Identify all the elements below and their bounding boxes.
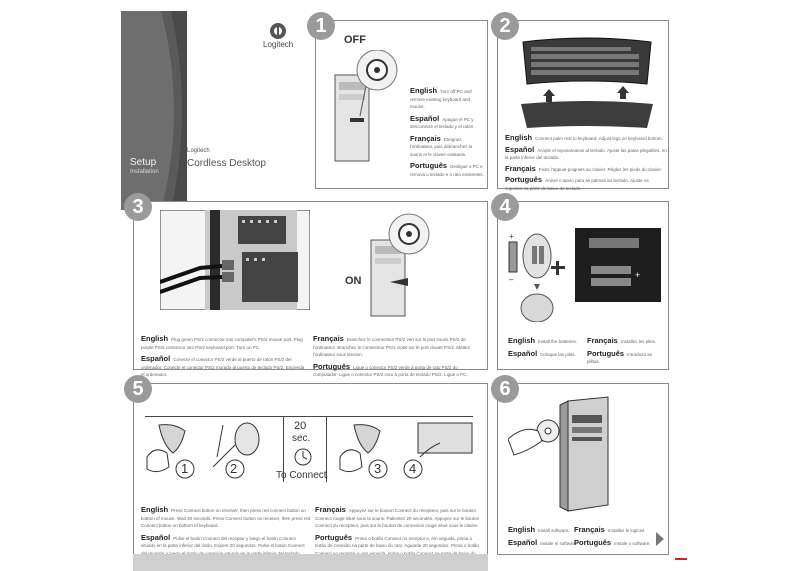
step-3-number: 3 <box>124 193 152 221</box>
step-4-number: 4 <box>491 193 519 221</box>
batteries-illustration: + – + <box>508 228 661 322</box>
step-5-separator-right <box>326 416 327 482</box>
product-name: Cordless Desktop <box>187 158 266 169</box>
cover-art <box>121 11 187 210</box>
instruction-text: Plug green PS/2 connector into computer'… <box>141 337 303 350</box>
lang-label: English <box>508 336 536 345</box>
instruction-text: Press Connect button on receiver, then p… <box>141 508 311 528</box>
pc-rear-ports-illustration <box>160 210 310 310</box>
wait-sec-label: sec. <box>292 433 311 444</box>
instruction-text: Eteignez l'ordinateur, puis débranchez l… <box>410 136 473 157</box>
next-page-arrow-icon[interactable] <box>656 532 664 546</box>
lang-label: Português <box>587 348 625 358</box>
svg-text:–: – <box>509 275 514 284</box>
wait-seconds: 20 <box>294 420 307 432</box>
lang-label: Español <box>508 537 538 547</box>
instruction-text: Installez les piles. <box>620 339 657 344</box>
instruction-text: Appuyez sur le bouton Connect du récepte… <box>315 508 480 528</box>
pc-tower-off-illustration <box>334 50 398 162</box>
install-software-cd-illustration <box>508 396 609 512</box>
instruction-text: Coloque las pilas. <box>540 351 576 357</box>
step-2-number: 2 <box>491 12 519 40</box>
step-6-number: 6 <box>491 375 519 403</box>
lang-label: Português <box>574 537 612 547</box>
lang-label: Français <box>315 505 346 514</box>
brand-label: Logitech <box>187 148 210 154</box>
instruction-text: Desligue o PC e remova o teclado e o rat… <box>410 164 484 177</box>
clock-icon <box>294 448 312 466</box>
svg-text:+: + <box>635 270 640 280</box>
lang-label: Português <box>315 532 353 542</box>
instruction-text: Install the batteries. <box>538 339 578 344</box>
logo-text: Logitech <box>263 40 294 49</box>
lang-label: Français <box>313 334 344 343</box>
lang-label: Español <box>141 354 171 363</box>
logitech-logo-icon <box>270 23 286 39</box>
instruction-text: Introduza as pilhas. <box>587 351 652 365</box>
instruction-text: Installez le logiciel. <box>607 528 646 533</box>
lang-label: Português <box>505 175 543 184</box>
lang-label: Français <box>587 336 618 345</box>
keyboard-palmrest-illustration <box>521 37 653 128</box>
cover-panel <box>121 11 296 210</box>
to-connect-label: To Connect <box>276 470 327 481</box>
step-5-separator-left <box>283 416 284 482</box>
lang-label: English <box>410 86 438 95</box>
svg-text:+: + <box>509 232 514 241</box>
seq-num: 1 <box>181 461 189 476</box>
setup-title: Setup <box>130 157 157 168</box>
instruction-text: Instale el software. <box>540 540 578 546</box>
instruction-text: Fixez l'appuie-poignets au clavier. Régl… <box>538 166 663 172</box>
lang-label: Português <box>313 361 351 371</box>
instruction-text: Anexe o apoio para as palmas ao teclado.… <box>505 178 649 191</box>
connect-receiver-mouse-illustration <box>146 422 260 479</box>
instruction-text: Pulse el botón Connect del receptor y lu… <box>141 535 305 556</box>
lang-label: Français <box>505 163 536 173</box>
instruction-text: Branchez le connecteur PS/2 vert sur le … <box>313 337 470 357</box>
seq-num: 2 <box>230 461 238 476</box>
instruction-text: Conecte el conector PS/2 verde al puerto… <box>141 357 305 377</box>
installation-subtitle: Installation <box>130 169 159 175</box>
lang-label: Español <box>410 113 440 123</box>
lang-label: Français <box>574 525 605 534</box>
off-label: OFF <box>344 34 366 46</box>
step-1-number: 1 <box>307 12 335 40</box>
step-5-number: 5 <box>124 375 152 403</box>
lang-label: English <box>505 133 533 142</box>
seq-num: 3 <box>374 461 382 476</box>
step-5-footer-bar <box>133 554 488 571</box>
step-5-divider-line <box>145 416 473 417</box>
instruction-text: Turn off PC and remove existing keyboard… <box>410 89 472 109</box>
instruction-text: Instale o software. <box>614 540 651 546</box>
instruction-text: Connect palm rest to keyboard. Adjust le… <box>535 136 663 141</box>
pc-tower-on-illustration <box>370 213 430 317</box>
lang-label: Español <box>508 348 538 358</box>
lang-label: English <box>508 525 536 534</box>
lang-label: English <box>141 334 169 343</box>
connect-receiver-keyboard-illustration <box>339 422 473 479</box>
instruction-text: Acople el reposamanos al teclado. Ajuste… <box>505 147 667 161</box>
lang-label: English <box>141 505 169 514</box>
red-mark <box>675 558 687 560</box>
lang-label: Français <box>410 133 441 143</box>
on-label: ON <box>345 275 362 287</box>
step-5-panel <box>133 383 488 571</box>
lang-label: Español <box>505 144 535 154</box>
lang-label: Português <box>410 161 448 170</box>
instruction-text: Ligue o conector PS/2 verde à porta de r… <box>313 364 468 378</box>
lang-label: Español <box>141 532 171 542</box>
seq-num: 4 <box>409 461 417 476</box>
instruction-text: Install software. <box>538 528 570 533</box>
instruction-text: Apague el PC y desconecte el teclado y e… <box>410 116 475 130</box>
